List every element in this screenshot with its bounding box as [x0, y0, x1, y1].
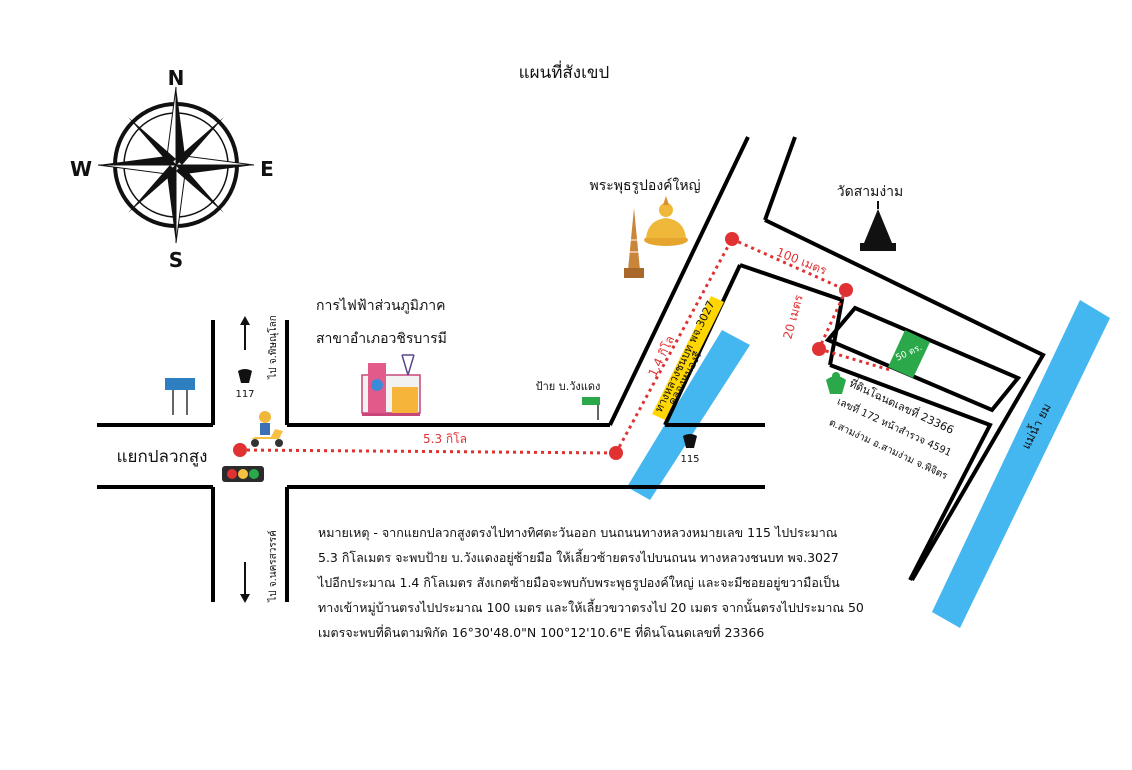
pagoda-icon [624, 208, 644, 278]
temple-icon [860, 201, 896, 251]
distance-100m: 100 เมตร [774, 245, 829, 278]
note-line-1: หมายเหตุ - จากแยกปลวกสูงตรงไปทางทิศตะวัน… [318, 525, 838, 540]
route-path [239, 237, 891, 455]
compass-east: E [260, 157, 274, 181]
to-phitsanulok: ไป จ.พิษณุโลก [266, 315, 279, 380]
note-line-3: ไปอีกประมาณ 1.4 กิโลเมตร สังเกตซ้ายมือจะ… [318, 575, 840, 590]
note-block: หมายเหตุ - จากแยกปลวกสูงตรงไปทางทิศตะวัน… [318, 520, 878, 645]
roads [97, 136, 1046, 602]
note-line-2: 5.3 กิโลเมตร จะพบป้าย บ.วังแดงอยู่ซ้ายมื… [318, 550, 839, 565]
highway-shield-icon [238, 369, 252, 383]
route-115: 115 [680, 454, 699, 465]
arrow-up-icon [240, 316, 250, 350]
highway-115-shield-icon [683, 434, 697, 448]
arrow-down-icon [240, 562, 250, 603]
to-nakhonsawan: ไป จ.นครสวรรค์ [267, 530, 279, 603]
map-title: แผนที่สังเขป [519, 60, 610, 83]
canal [627, 330, 750, 500]
road-sign-icon [165, 378, 195, 415]
rural-road-label-bg [652, 296, 724, 420]
note-line-5: เมตรจะพบที่ดินตามพิกัด 16°30'48.0"N 100°… [318, 625, 765, 640]
buddha-label: พระพุธรูปองค์ใหญ่ [589, 177, 700, 194]
pea-label-line2: สาขาอำเภอวชิรบารมี [316, 331, 447, 347]
distance-20m: 20 เมตร [781, 293, 806, 341]
scooter-rider-icon [251, 411, 283, 447]
pea-label-line1: การไฟฟ้าส่วนภูมิภาค [316, 297, 445, 314]
route-117: 117 [235, 389, 254, 400]
wangdaeng-sign-icon [582, 397, 600, 420]
compass-north: N [168, 66, 185, 90]
buddha-icon [644, 196, 688, 246]
sign-wangdaeng-label: ป้าย บ.วังแดง [536, 380, 601, 393]
compass-west: W [70, 157, 92, 181]
power-plant-icon [361, 354, 421, 416]
compass-south: S [169, 248, 183, 272]
traffic-light-icon [222, 466, 264, 482]
temple-label: วัดสามง่าม [837, 184, 904, 200]
garuda-emblem-icon [826, 372, 846, 394]
river-yom [932, 300, 1110, 628]
junction-label: แยกปลวกสูง [117, 447, 208, 467]
distance-5-3km: 5.3 กิโล [423, 432, 467, 446]
compass-rose-icon [97, 86, 255, 244]
route-points [233, 232, 853, 460]
land-plot [888, 330, 930, 378]
note-line-4: ทางเข้าหมู่บ้านตรงไปประมาณ 100 เมตร และใ… [318, 600, 864, 615]
